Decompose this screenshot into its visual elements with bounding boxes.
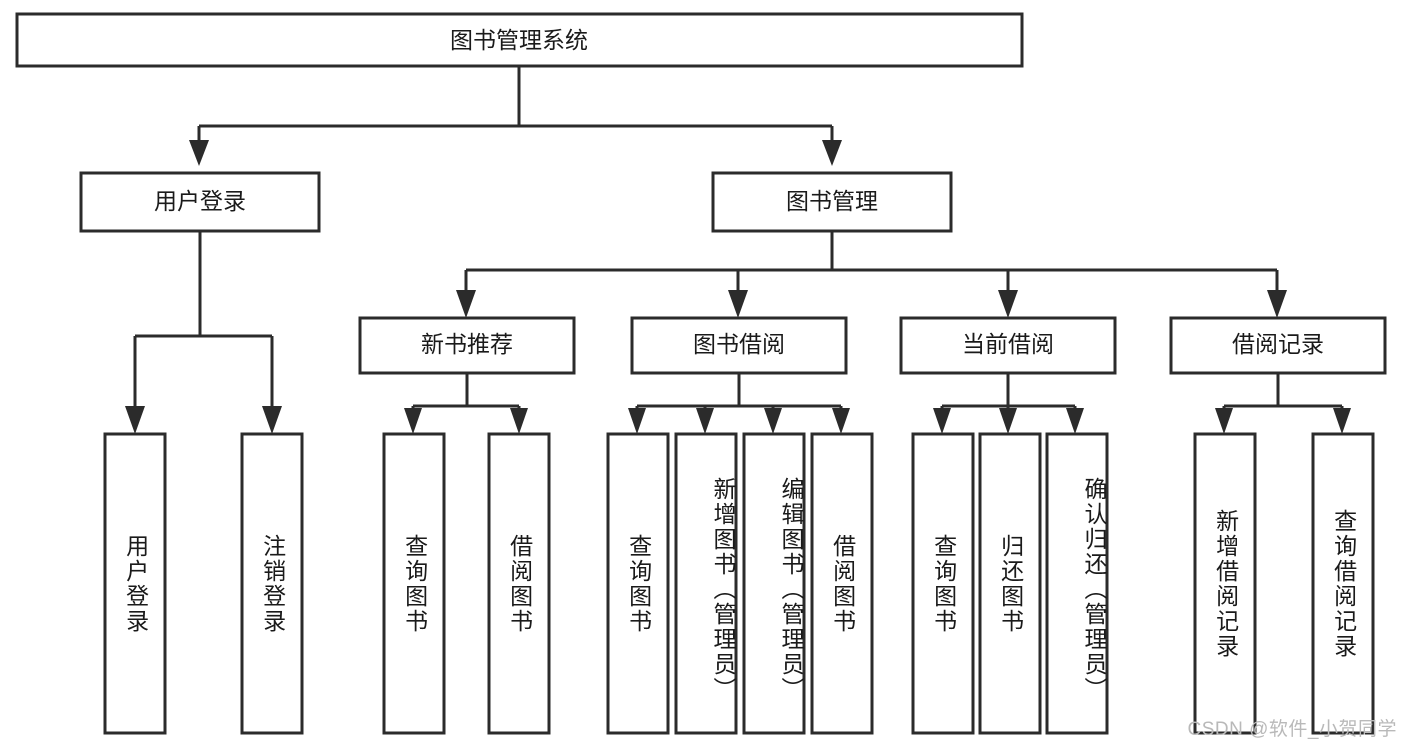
arrow-head-icon [628,408,646,434]
node-book-management-l2[interactable]: 图书管理 [711,171,953,233]
node-l4-logout-rect[interactable] [240,432,304,735]
arrow-head-icon [1267,290,1287,318]
node-borrow-record-label: 借阅记录 [1232,331,1324,357]
node-l4-bb-add-rect[interactable] [674,432,738,735]
node-l4-cb-return-rect[interactable] [978,432,1042,735]
node-l4-cb-confirm-rect[interactable] [1045,432,1109,735]
node-current-borrow-rect [899,316,1117,375]
node-new-book-recommend-label: 新书推荐 [421,331,513,357]
node-root-label: 图书管理系统 [450,27,588,53]
arrow-head-icon [189,140,209,166]
node-l4-br-query-rect[interactable] [1311,432,1375,735]
node-l4-br-add-rect[interactable] [1193,432,1257,735]
arrow-head-icon [1333,408,1351,434]
node-l4-cb-query-rect[interactable] [911,432,975,735]
node-l4-nb-query-rect[interactable] [382,432,446,735]
connector-book-borrow-to-children [628,373,850,434]
node-current-borrow[interactable]: 当前借阅 [899,316,1117,375]
arrow-head-icon [822,140,842,166]
node-new-book-recommend-rect [358,316,576,375]
arrow-head-icon [262,406,282,434]
node-user-login-l2-rect [79,171,321,233]
node-l4-user-login-rect[interactable] [103,432,167,735]
connector-new-book-to-children [404,373,528,434]
node-root-rect [15,12,1024,68]
arrow-head-icon [933,408,951,434]
arrow-head-icon [404,408,422,434]
node-l4-nb-borrow-rect[interactable] [487,432,551,735]
connector-root-to-level2 [189,66,842,166]
connector-borrow-record-to-children [1215,373,1351,434]
node-root[interactable]: 图书管理系统 [15,12,1024,68]
node-l4-bb-borrow-rect[interactable] [810,432,874,735]
connector-user-login-to-children [125,231,282,434]
arrow-head-icon [998,290,1018,318]
node-l4-bb-edit-rect[interactable] [742,432,806,735]
arrow-head-icon [1215,408,1233,434]
node-l4-bb-query-rect[interactable] [606,432,670,735]
arrow-head-icon [764,408,782,434]
watermark-text: CSDN @软件_小贺同学 [1187,719,1397,740]
node-new-book-recommend[interactable]: 新书推荐 [358,316,576,375]
arrow-head-icon [832,408,850,434]
node-current-borrow-label: 当前借阅 [962,331,1054,357]
arrow-head-icon [1066,408,1084,434]
arrow-head-icon [999,408,1017,434]
arrow-head-icon [696,408,714,434]
connector-book-management-to-level3 [456,231,1287,318]
arrow-head-icon [510,408,528,434]
node-book-borrow-label: 图书借阅 [693,331,785,357]
arrow-head-icon [456,290,476,318]
arrow-head-icon [728,290,748,318]
arrow-head-icon [125,406,145,434]
node-user-login-l2-label: 用户登录 [154,188,246,214]
connector-current-borrow-to-children [933,373,1084,434]
node-user-login-l2[interactable]: 用户登录 [79,171,321,233]
node-book-borrow[interactable]: 图书借阅 [630,316,848,375]
node-book-management-l2-label: 图书管理 [786,188,878,214]
node-borrow-record[interactable]: 借阅记录 [1169,316,1387,375]
